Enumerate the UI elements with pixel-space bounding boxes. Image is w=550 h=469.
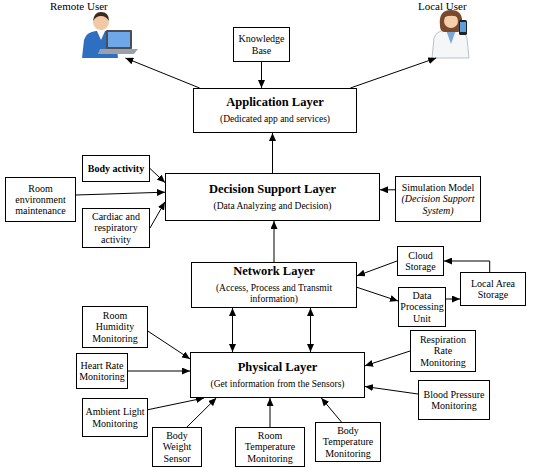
node-title: Ambient Light Monitoring	[84, 406, 146, 428]
node-title: Application Layer	[226, 95, 324, 111]
node-title: Knowledge Base	[235, 33, 288, 55]
blouse	[446, 30, 456, 44]
node-title: Respiration Rate Monitoring	[412, 334, 474, 368]
node-title: Cardiac and respiratory activity	[84, 211, 148, 245]
connector-arrow	[365, 351, 410, 366]
input-box: Room environment maintenance	[5, 177, 76, 222]
node-title: Local User	[418, 0, 467, 12]
input-box: Room Humidity Monitoring	[82, 306, 148, 348]
connector-arrow	[270, 398, 271, 427]
layer-box: Network Layer (Access, Process and Transm…	[191, 262, 357, 308]
node-subtitle: (Data Analyzing and Decision)	[214, 201, 332, 212]
input-box: Cloud Storage	[397, 246, 444, 276]
connector-arrow	[232, 308, 233, 352]
node-title: Cloud Storage	[399, 250, 442, 272]
node-subtitle: (Dedicated app and services)	[220, 114, 330, 125]
node-title: Body activity	[88, 163, 144, 174]
input-box: Simulation Model(Decision Support System…	[395, 176, 481, 222]
node-title: Body Weight Sensor	[154, 430, 200, 464]
connector-arrow	[261, 62, 262, 88]
input-box: Knowledge Base	[233, 27, 290, 62]
user-node: Remote User	[50, 0, 142, 58]
connector-arrow	[148, 398, 204, 410]
input-box: Blood Pressure Monitoring	[418, 380, 490, 420]
node-title: Decision Support Layer	[209, 182, 336, 198]
local-user-icon	[432, 10, 469, 58]
connector-arrow	[380, 189, 395, 190]
connector-arrow	[350, 58, 436, 88]
input-box: Body Weight Sensor	[152, 427, 202, 467]
fringe	[444, 12, 459, 18]
connector-arrow	[444, 261, 490, 272]
node-title: Room environment maintenance	[7, 183, 74, 217]
input-box: Body Temperature Monitoring	[315, 422, 381, 462]
node-subtitle: (Get information from the Sensors)	[210, 379, 344, 390]
connector-arrow	[446, 299, 460, 300]
connector-arrow	[321, 398, 341, 422]
connector-arrow	[76, 192, 165, 195]
laptop-base	[98, 49, 138, 54]
node-title: Local Area Storage	[462, 278, 524, 300]
connector-arrow	[128, 371, 190, 372]
connector-arrow	[365, 387, 418, 395]
connector-arrow	[125, 58, 199, 88]
connector-arrow	[187, 398, 216, 427]
connector-arrow	[272, 133, 273, 173]
connector-arrow	[148, 331, 190, 359]
connector-arrow	[310, 308, 311, 352]
connector-arrow	[150, 169, 165, 183]
layer-box: Application Layer (Dedicated app and serv…	[193, 88, 357, 133]
input-box: Cardiac and respiratory activity	[82, 208, 150, 248]
connector-arrow	[357, 287, 398, 301]
user-node: Local User	[418, 0, 488, 58]
remote-user-icon	[82, 12, 138, 58]
connector-arrow	[357, 261, 397, 276]
input-box: Data Processing Unit	[398, 287, 446, 327]
hair	[93, 12, 109, 21]
input-box: Respiration Rate Monitoring	[410, 330, 476, 372]
node-subtitle: (Access, Process and Transmit informatio…	[195, 283, 353, 306]
node-title: Room Temperature Monitoring	[237, 430, 303, 464]
input-box: Ambient Light Monitoring	[82, 398, 148, 437]
layer-box: Decision Support Layer (Data Analyzing an…	[165, 173, 380, 221]
laptop-display	[108, 32, 130, 47]
layer-box: Physical Layer (Get information from the …	[190, 352, 365, 398]
node-title: Remote User	[50, 0, 108, 12]
input-box: Body activity	[82, 155, 150, 182]
input-box: Heart Rate Monitoring	[76, 353, 128, 389]
node-title: Data Processing Unit	[400, 290, 444, 324]
connector-arrow	[150, 202, 165, 228]
input-box: Local Area Storage	[460, 272, 526, 306]
node-title: Blood Pressure Monitoring	[420, 389, 488, 411]
phone	[459, 20, 467, 35]
node-title: Heart Rate Monitoring	[78, 360, 126, 382]
node-title: Room Humidity Monitoring	[84, 310, 146, 344]
collar	[97, 31, 105, 40]
node-title: Physical Layer	[238, 360, 318, 376]
node-title: Simulation Model	[402, 182, 475, 193]
laptop-screen	[106, 30, 132, 49]
node-title: Network Layer	[233, 264, 315, 280]
node-subtitle: (Decision Support System)	[397, 193, 479, 215]
phone-screen	[460, 22, 466, 32]
hair	[440, 10, 463, 32]
input-box: Room Temperature Monitoring	[235, 427, 305, 467]
node-title: Body Temperature Monitoring	[317, 425, 379, 459]
connector-arrow	[274, 221, 275, 262]
